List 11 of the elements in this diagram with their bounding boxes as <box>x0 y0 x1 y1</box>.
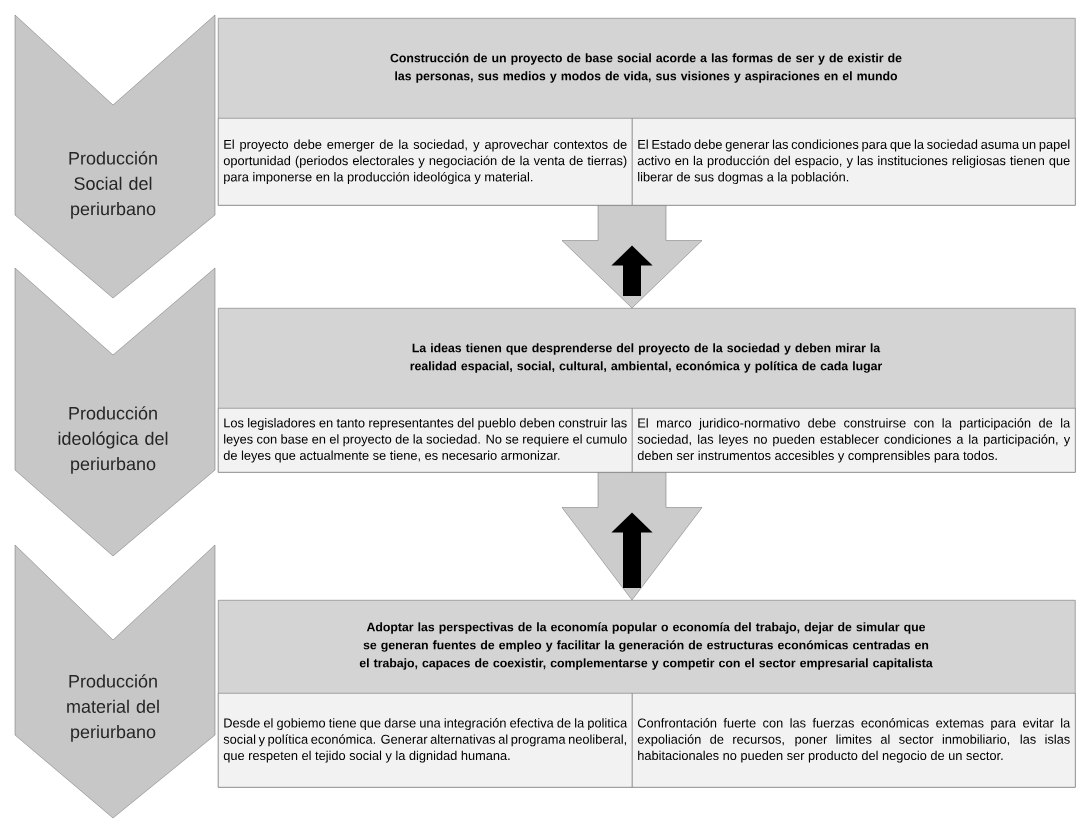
text-box: El Estado debe generar las condiciones para que la sociedad asuma un papel activo en la producción del espacio, y las instituciones religiosas tienen que liberar de sus dogmas a la población. <box>632 118 1076 206</box>
text-box: El proyecto debe emerger de la sociedad, y aprovechar contextos de oportunidad (periodos electorales y negociación de la venta de tierras) para imponerse en la producción ideológica y material. <box>218 118 633 206</box>
text-box: Confrontación fuerte con las fuerzas económicas extemas para evitar la expoliación de recursos, poner limites al sector inmobiliario, las islas habitacionales no pueden ser producto del negocio de un sector. <box>632 693 1076 788</box>
stage-box: Producción ideológica del periurbano <box>14 267 216 557</box>
stage-box: Producción material del periurbano <box>14 544 216 819</box>
block-arrow <box>561 205 703 309</box>
text-box: Desde el gobiemo tiene que darse una integración efectiva de la politica social y política económica. Generar alternativas al programa neoliberal, que respeten el tejido social y la dignidad humana. <box>218 693 633 788</box>
text-box: El marco juridico-normativo debe construirse con la participación de la sociedad, las leyes no pueden establecer condiciones a la participación, y deben ser instrumentos accesibles y comprensibles para todos. <box>632 408 1076 473</box>
stage-box: Producción Social del periurbano <box>14 14 216 299</box>
block-arrow <box>561 472 703 601</box>
text-box: Los legisladores en tanto representantes del pueblo deben construir las leyes con base en el proyecto de la sociedad. No se requiere el cumulo de leyes que actualmente se tiene, es necesario armonizar. <box>218 408 633 473</box>
